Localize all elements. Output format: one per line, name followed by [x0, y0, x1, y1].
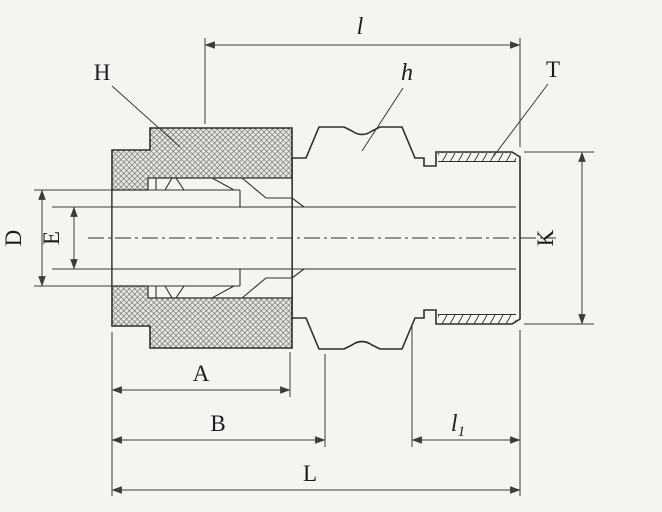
label-l1: l1 — [451, 411, 465, 440]
dim-E: E — [39, 206, 112, 270]
front-ferrule-bottom — [174, 285, 235, 299]
label-D: D — [1, 230, 26, 247]
interior-detail — [112, 177, 516, 299]
front-ferrule-top — [174, 177, 235, 191]
thread-hatch-top — [438, 152, 516, 162]
callout-T: T — [492, 57, 560, 158]
back-ferrule-bottom — [155, 285, 173, 299]
dim-l: l — [204, 14, 521, 147]
label-h: h — [401, 60, 413, 86]
label-B: B — [210, 411, 225, 436]
dim-B: B — [111, 354, 326, 447]
body-cone-bottom — [241, 268, 305, 299]
back-ferrule-top — [155, 177, 173, 191]
label-E: E — [39, 231, 64, 245]
label-l1-base: l — [451, 411, 458, 437]
callout-h: h — [361, 60, 413, 152]
dim-L: L — [111, 461, 521, 494]
label-K: K — [533, 229, 558, 246]
dim-D: D — [1, 189, 112, 287]
dim-l1: l1 — [411, 326, 521, 447]
dim-A: A — [111, 352, 291, 397]
label-l: l — [357, 14, 364, 40]
label-H: H — [94, 60, 111, 85]
thread-hatch-bottom — [438, 314, 516, 324]
dim-K: K — [524, 151, 594, 325]
label-L: L — [303, 461, 317, 486]
label-l1-subscript: 1 — [458, 424, 466, 440]
label-A: A — [193, 361, 210, 386]
body-cone-top — [241, 177, 305, 208]
label-T: T — [546, 57, 560, 82]
callout-H: H — [94, 60, 181, 148]
leader-h — [361, 87, 404, 152]
leader-T — [492, 83, 549, 158]
leader-H — [111, 85, 181, 148]
thread-section — [438, 152, 516, 324]
